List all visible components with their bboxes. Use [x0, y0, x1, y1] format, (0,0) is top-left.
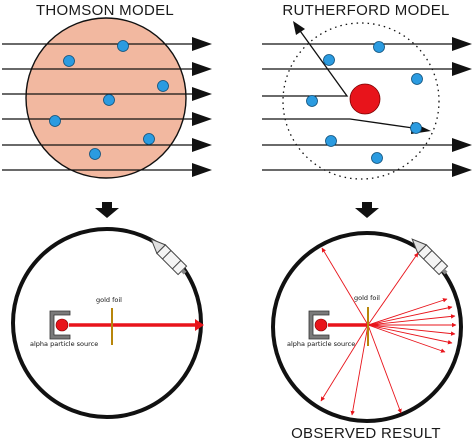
electron: [371, 152, 383, 164]
observed-result-label: OBSERVED RESULT: [291, 425, 441, 441]
electron: [117, 40, 129, 52]
electron: [411, 73, 423, 85]
arrow-right-icon: [452, 62, 472, 76]
alpha-source-label: alpha particle source: [287, 340, 355, 348]
backscattered-alpha-path: [262, 27, 349, 97]
scattered-alpha-ray: [367, 314, 456, 326]
rutherford-electrons: [306, 41, 423, 164]
electron: [325, 135, 337, 147]
nucleus: [349, 83, 381, 115]
thomson-alpha-arrows: [2, 37, 212, 177]
thomson-model-title: THOMSON MODEL: [36, 2, 174, 19]
electron: [89, 148, 101, 160]
arrow-right-icon: [192, 138, 212, 152]
arrow-right-icon: [452, 37, 472, 51]
electron: [306, 95, 318, 107]
arrow-right-icon: [192, 163, 212, 177]
arrow-right-icon: [452, 163, 472, 177]
rutherford-alpha-arrows: [262, 37, 472, 177]
scattered-alpha-ray: [367, 298, 448, 326]
scattered-alpha-ray: [367, 324, 446, 353]
thomson-electrons: [49, 40, 169, 160]
scattered-alpha-rays: [320, 247, 457, 416]
scattered-alpha-ray: [367, 305, 453, 326]
electron: [143, 133, 155, 145]
deflected-alpha-path: [262, 118, 414, 129]
scattered-alpha-ray: [367, 324, 453, 345]
alpha-source-housing: [49, 310, 71, 340]
scattered-alpha-ray: [367, 324, 456, 336]
arrow-right-icon: [192, 112, 212, 126]
rutherford-atom-boundary: [282, 22, 440, 180]
electron: [157, 80, 169, 92]
scattered-alpha-ray: [350, 324, 369, 416]
detector-icon: [150, 238, 188, 276]
scattered-alpha-ray: [367, 324, 402, 414]
electron: [323, 54, 335, 66]
arrow-right-icon: [192, 62, 212, 76]
arrow-right-icon: [195, 319, 204, 331]
arrow-head-icon: [293, 21, 305, 35]
alpha-source: [314, 318, 328, 332]
scattered-alpha-ray: [320, 324, 369, 402]
rutherford-model-title: RUTHERFORD MODEL: [282, 2, 449, 19]
scattered-alpha-ray: [367, 252, 419, 326]
alpha-source: [55, 318, 69, 332]
electron: [373, 41, 385, 53]
arrow-right-icon: [452, 138, 472, 152]
alpha-source-housing: [308, 310, 330, 340]
electron: [49, 115, 61, 127]
arrow-down-icon: [355, 202, 379, 218]
arrow-down-icon: [95, 202, 119, 218]
electron: [410, 122, 422, 134]
scattered-alpha-ray: [321, 247, 369, 326]
gold-foil-label: gold foil: [354, 294, 380, 302]
arrow-right-icon: [192, 37, 212, 51]
arrow-right-icon: [192, 87, 212, 101]
gold-foil-label: gold foil: [96, 296, 122, 304]
electron: [63, 55, 75, 67]
electron: [103, 94, 115, 106]
alpha-source-label: alpha particle source: [30, 340, 98, 348]
